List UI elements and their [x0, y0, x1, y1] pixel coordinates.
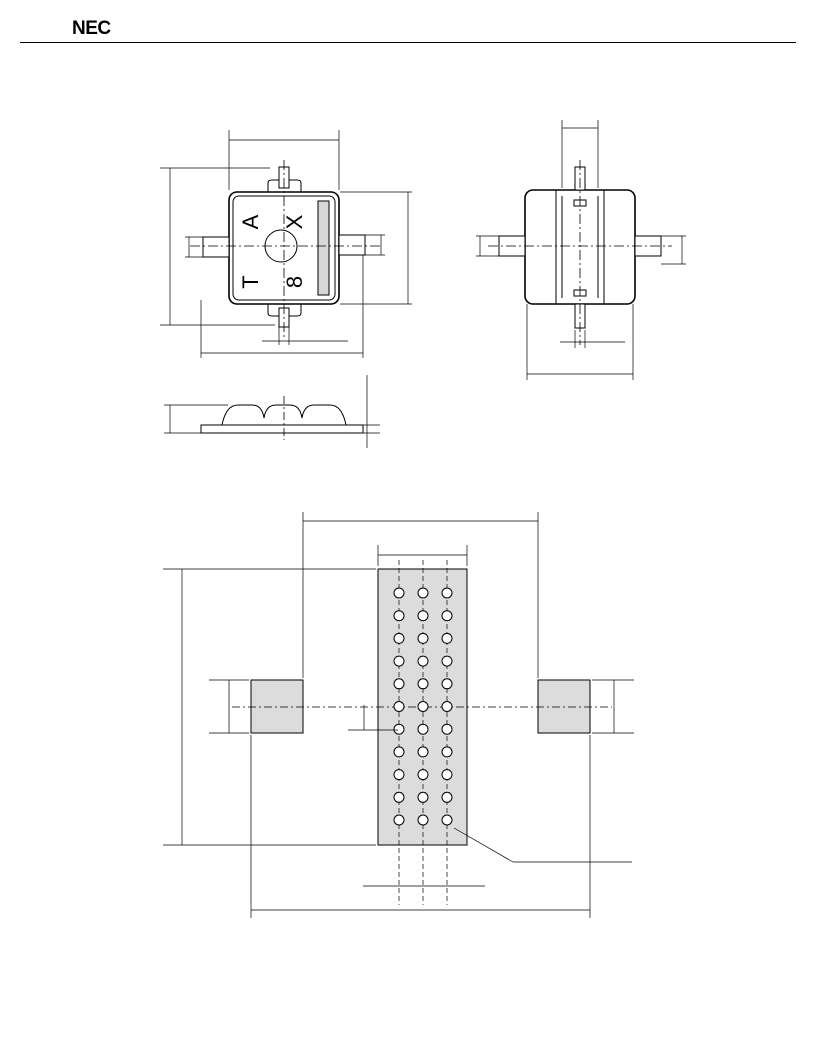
via-hole: [441, 655, 453, 667]
via-hole: [417, 655, 429, 667]
right-pad: [537, 679, 591, 734]
bottom-view-dimensions: [476, 120, 686, 380]
package-top-view: A X T 8: [160, 130, 412, 358]
marking-letter-a: A: [238, 214, 263, 229]
land-pattern: [163, 512, 634, 918]
via-hole: [417, 791, 429, 803]
via-hole: [393, 769, 405, 781]
via-hole: [393, 587, 405, 599]
top-view-dimensions: [160, 130, 412, 358]
via-hole: [417, 701, 429, 712]
via-hole: [441, 701, 453, 712]
via-hole: [417, 746, 429, 758]
via-hole: [417, 678, 429, 690]
nec-logo: NEC: [72, 18, 111, 39]
via-hole: [441, 746, 453, 758]
via-hole: [393, 814, 405, 826]
via-hole: [393, 701, 405, 712]
via-hole: [441, 791, 453, 803]
marking-letter-x: X: [282, 214, 307, 229]
left-pad: [250, 679, 304, 734]
via-hole: [441, 814, 453, 826]
via-hole: [441, 587, 453, 599]
package-side-view: [164, 375, 380, 448]
marking-digit-8: 8: [282, 276, 307, 288]
via-hole: [393, 791, 405, 803]
land-pattern-dimensions: [163, 512, 634, 918]
page-header: NEC: [20, 18, 796, 43]
via-hole: [417, 610, 429, 622]
index-stripe: [317, 200, 330, 296]
via-hole: [441, 723, 453, 735]
via-hole: [393, 678, 405, 690]
via-hole: [417, 587, 429, 599]
via-hole: [417, 632, 429, 644]
marking-letter-t: T: [238, 275, 263, 288]
via-holes: [393, 587, 453, 826]
via-hole: [417, 723, 429, 735]
via-hole: [441, 769, 453, 781]
via-hole: [393, 610, 405, 622]
via-hole: [441, 610, 453, 622]
left-lead: [202, 236, 230, 258]
side-view-leads: [200, 424, 364, 434]
via-hole: [393, 655, 405, 667]
via-hole: [417, 769, 429, 781]
side-view-dimensions: [164, 375, 380, 448]
via-hole: [393, 746, 405, 758]
via-hole: [441, 678, 453, 690]
right-lead: [338, 234, 366, 256]
via-hole: [417, 814, 429, 826]
via-hole: [393, 723, 405, 735]
via-hole: [393, 632, 405, 644]
package-bottom-view: [476, 120, 686, 380]
via-hole: [441, 632, 453, 644]
